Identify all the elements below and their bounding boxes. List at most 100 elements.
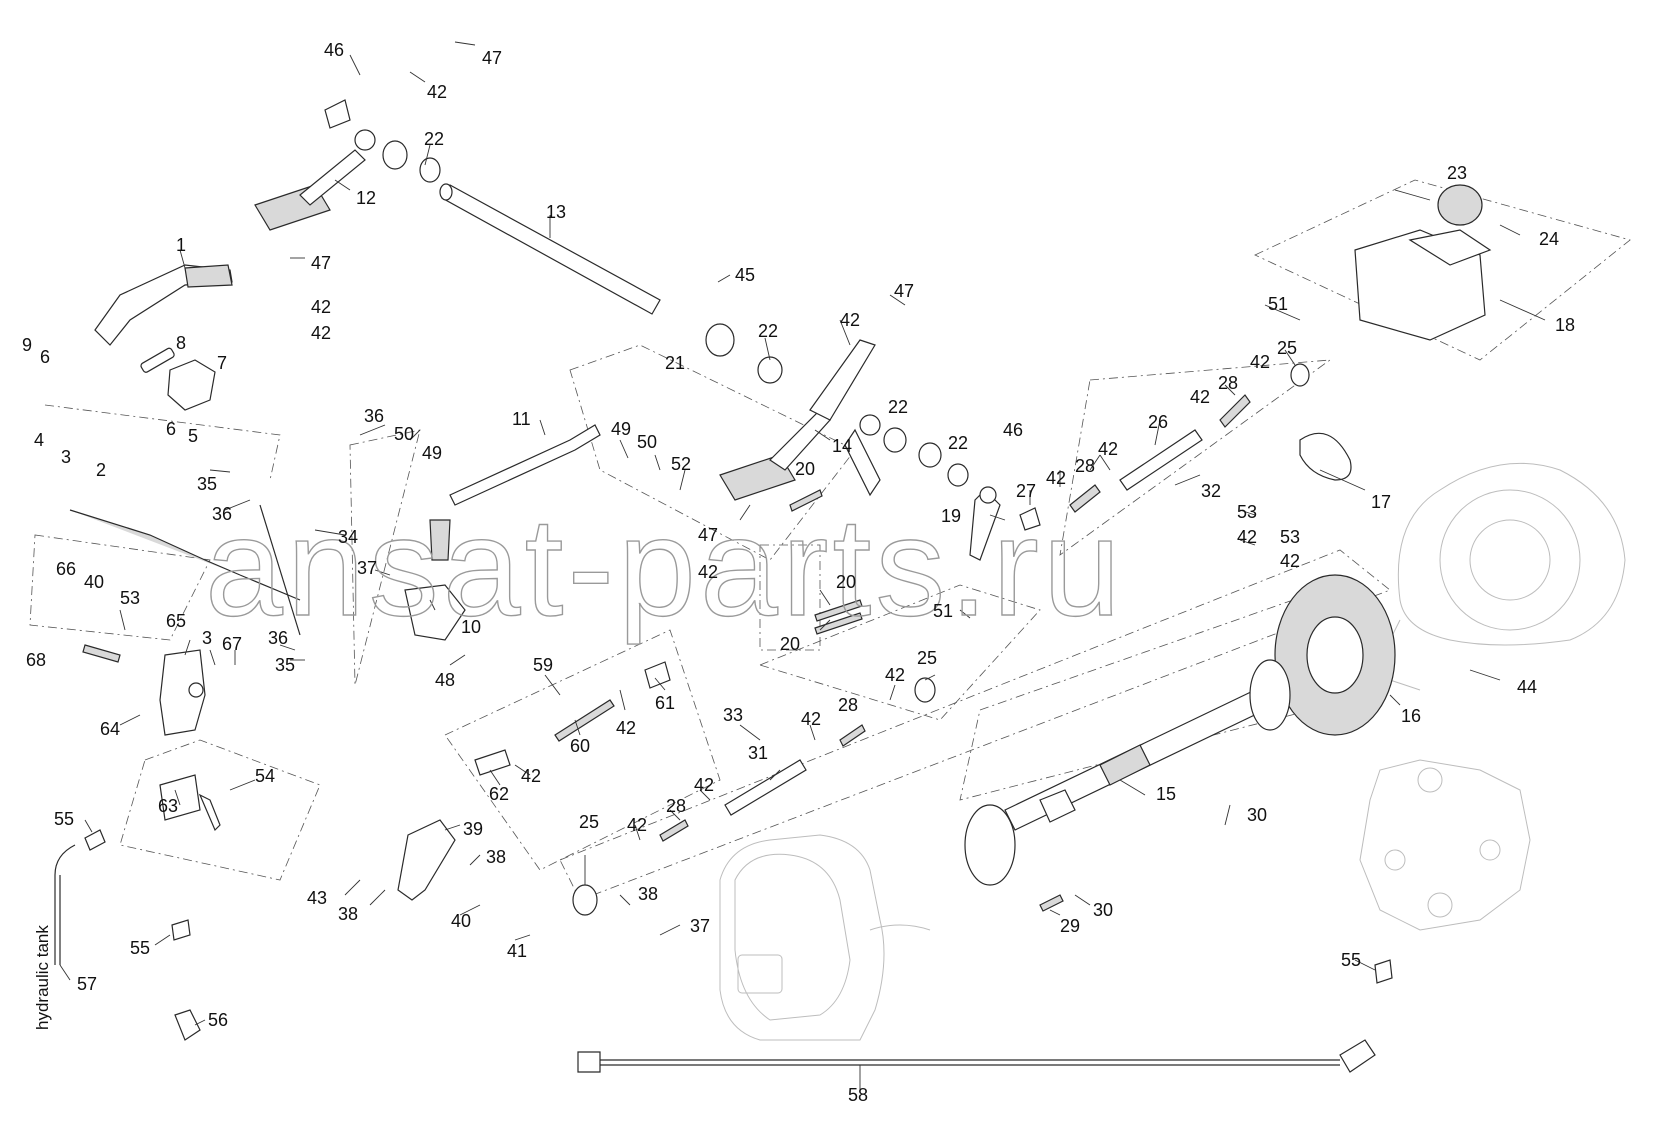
callout: 20 <box>780 634 800 654</box>
brake-disc-16 <box>1274 574 1396 736</box>
callout: 60 <box>570 736 590 756</box>
callout: 40 <box>451 911 471 931</box>
callout: 23 <box>1447 163 1467 183</box>
callout: 55 <box>54 809 74 829</box>
callout: 42 <box>1046 468 1066 488</box>
callout: 67 <box>222 634 242 654</box>
pedal-14 <box>719 339 881 501</box>
ghost-transmission-housing <box>719 834 931 1041</box>
callout: 55 <box>130 938 150 958</box>
callout: 6 <box>40 347 50 367</box>
callout: 47 <box>311 253 331 273</box>
callout: 27 <box>1016 481 1036 501</box>
hydraulic-tank-label: hydraulic tank <box>33 925 52 1030</box>
callout: 52 <box>671 454 691 474</box>
watermark-text: ansat-parts.ru <box>205 488 1125 645</box>
callout: 25 <box>579 812 599 832</box>
group-frames <box>29 179 1631 901</box>
callout: 28 <box>1218 373 1238 393</box>
callout: 21 <box>665 353 685 373</box>
threaded-rods <box>554 699 1064 912</box>
callout: 42 <box>1280 551 1300 571</box>
callout: 37 <box>690 916 710 936</box>
callout: 22 <box>424 129 444 149</box>
callout: 42 <box>616 718 636 738</box>
callout: 26 <box>1148 412 1168 432</box>
callout: 31 <box>748 743 768 763</box>
callout: 15 <box>1156 784 1176 804</box>
callout: 62 <box>489 784 509 804</box>
rod-ends <box>474 363 1310 916</box>
callout: 64 <box>100 719 120 739</box>
bushings-22 <box>382 140 969 487</box>
callout: 1 <box>176 235 186 255</box>
callout-labels: 46 47 42 22 12 13 1 47 42 42 45 47 42 22… <box>22 40 1575 1105</box>
callout: 42 <box>1190 387 1210 407</box>
callout: 49 <box>611 419 631 439</box>
callout: 54 <box>255 766 275 786</box>
callout: 50 <box>637 432 657 452</box>
bracket-7-and-link-8 <box>140 347 216 411</box>
callout: 22 <box>888 397 908 417</box>
callout: 68 <box>26 650 46 670</box>
callout: 43 <box>307 888 327 908</box>
callout: 3 <box>61 447 71 467</box>
callout: 8 <box>176 333 186 353</box>
callout: 28 <box>1075 456 1095 476</box>
shaft-13 <box>439 183 661 315</box>
callout: 35 <box>275 655 295 675</box>
callout: 40 <box>84 572 104 592</box>
callout: 42 <box>1250 352 1270 372</box>
callout: 12 <box>356 188 376 208</box>
callout: 42 <box>801 709 821 729</box>
callout: 66 <box>56 559 76 579</box>
callout: 41 <box>507 941 527 961</box>
callout: 51 <box>1268 294 1288 314</box>
bushing-21 <box>705 323 735 357</box>
callout: 56 <box>208 1010 228 1030</box>
callout: 25 <box>917 648 937 668</box>
callout: 17 <box>1371 492 1391 512</box>
callout: 5 <box>188 426 198 446</box>
callout: 14 <box>832 436 852 456</box>
callout: 46 <box>324 40 344 60</box>
sector-17 <box>1299 432 1352 481</box>
callout: 36 <box>212 504 232 524</box>
callout: 65 <box>166 611 186 631</box>
callout: 39 <box>463 819 483 839</box>
callout: 42 <box>521 766 541 786</box>
callout: 50 <box>394 424 414 444</box>
callout: 16 <box>1401 706 1421 726</box>
handbrake-lever-1 <box>94 264 233 346</box>
callout: 42 <box>627 815 647 835</box>
callout: 19 <box>941 506 961 526</box>
callout: 3 <box>202 628 212 648</box>
callout: 30 <box>1093 900 1113 920</box>
callout: 42 <box>1237 527 1257 547</box>
callout: 51 <box>933 601 953 621</box>
drive-shaft-15 <box>964 659 1291 886</box>
callout: 36 <box>364 406 384 426</box>
callout: 22 <box>948 433 968 453</box>
callout: 36 <box>268 628 288 648</box>
callout: 25 <box>1277 338 1297 358</box>
rod-26 <box>1119 429 1203 491</box>
callout: 45 <box>735 265 755 285</box>
lever-39 <box>397 819 456 901</box>
springs <box>82 394 1251 663</box>
ghost-gear-housing <box>1384 462 1626 691</box>
callout: 18 <box>1555 315 1575 335</box>
callout: 53 <box>1237 502 1257 522</box>
ghost-hydraulic-pump <box>1359 759 1531 931</box>
brake-caliper-18 <box>1354 184 1492 341</box>
callout: 33 <box>723 705 743 725</box>
valve-65 <box>159 649 206 736</box>
callout: 42 <box>694 775 714 795</box>
callout: 20 <box>836 572 856 592</box>
callout: 28 <box>838 695 858 715</box>
callout: 47 <box>482 48 502 68</box>
block-63 <box>159 774 221 832</box>
callout: 53 <box>120 588 140 608</box>
callout: 6 <box>166 419 176 439</box>
